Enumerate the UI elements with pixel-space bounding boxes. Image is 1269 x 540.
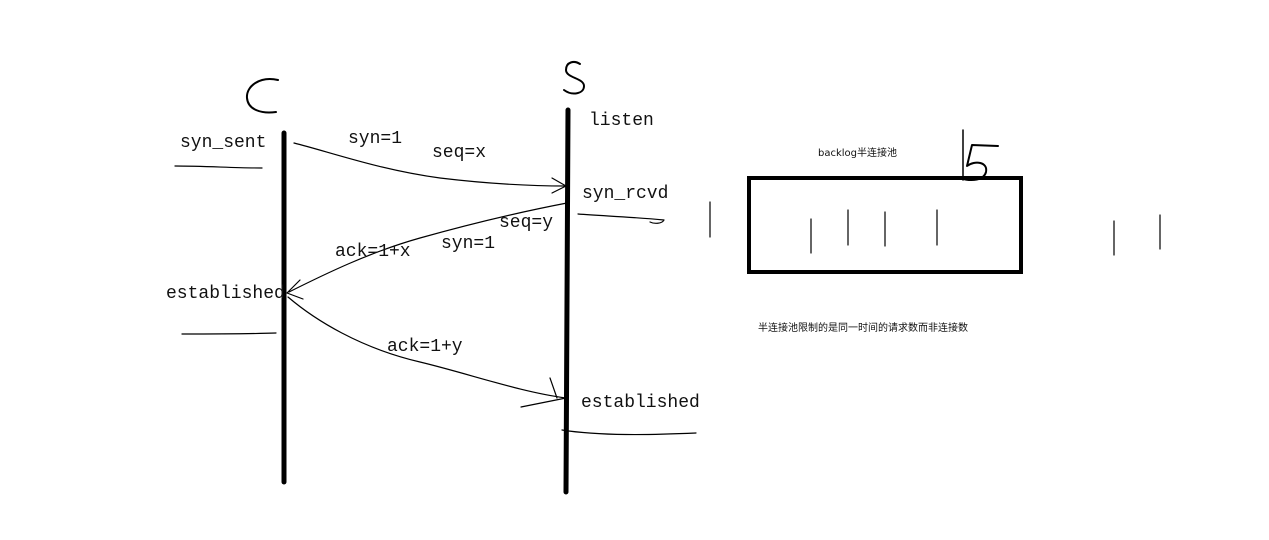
backlog-title: backlog半连接池 [818,146,897,159]
ack-arrow [287,296,567,399]
syn-sent-underline [174,165,263,169]
server-state-syn-rcvd: syn_rcvd [582,184,668,204]
backlog-size-glyph [959,144,999,181]
ack-arrowhead-lower [520,397,567,408]
syn-flag-label: syn=1 [348,129,402,149]
server-timeline [563,107,571,495]
syn-ack-arrow [288,202,568,293]
backlog-queue-box [747,176,1023,274]
seq-x-label: seq=x [432,143,486,163]
seq-y-label: seq=y [499,213,553,233]
ack-arrowhead-upper [549,377,558,399]
server-glyph-s [563,61,585,95]
syn-ack-arrowhead [286,279,304,300]
backlog-note: 半连接池限制的是同一时间的请求数而非连接数 [758,321,968,334]
ack-x-label: ack=1+x [335,242,411,262]
server-state-listen: listen [589,111,654,131]
syn-arrowhead [551,177,567,194]
syn-rcvd-underline [577,213,665,224]
client-glyph-c [245,78,279,114]
syn-arrow [293,142,567,187]
client-state-established: established [166,284,285,304]
established-client-underline [181,332,277,335]
established-server-underline [561,429,697,436]
server-state-established: established [581,393,700,413]
client-state-syn-sent: syn_sent [180,133,266,153]
syn-ack-syn-label: syn=1 [441,234,495,254]
ack-y-label: ack=1+y [387,337,463,357]
